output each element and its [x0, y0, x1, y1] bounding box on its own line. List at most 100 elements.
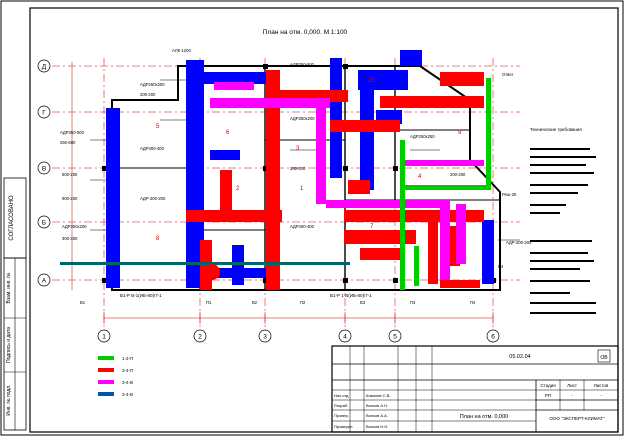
svg-text:Д: Д [42, 64, 47, 71]
name-4: Волков Н.Н. [366, 424, 388, 429]
duct-tag: АДР350-500 [290, 62, 315, 67]
axis-marker-row-g: Г [37, 105, 51, 119]
company-name: ООО "ЭКСПЕРТ-КЛИМАТ" [549, 416, 605, 421]
fresh-air-ducts [400, 78, 491, 290]
duct-tag: Реш-25 [502, 192, 517, 197]
stage-mark: ОВ [600, 355, 608, 361]
duct-tag: АДР250x250 [140, 82, 165, 87]
duct-tag: 200-200 [450, 172, 466, 177]
svg-text:3-4-П: 3-4-П [122, 368, 133, 373]
name-1: Ковалев С.В. [366, 393, 390, 398]
duct-tag: 250-600 [60, 140, 76, 145]
duct-tag: АЛК-1200 [172, 48, 191, 53]
axis-marker-row-v: В [37, 161, 51, 175]
axis-marker-col-6: 6 [486, 329, 500, 343]
svg-text:6: 6 [491, 334, 495, 341]
svg-text:В: В [42, 166, 46, 173]
svg-text:3-4-В: 3-4-В [122, 380, 133, 385]
sheet-name: План на отм. 0,000 [460, 414, 508, 420]
approval-stamp-text: СОГЛАСОВАНО [9, 195, 15, 241]
duct-tag: АДР350-500 [60, 130, 85, 135]
svg-text:1: 1 [102, 334, 106, 341]
legend: 1-2-П 3-4-П 3-4-В 3-4-В [98, 356, 133, 397]
duct-tag: В4 [498, 264, 504, 269]
role-2: Разраб. [334, 403, 348, 408]
svg-text:1-2-П: 1-2-П [122, 356, 133, 361]
room-number: 2 [236, 186, 240, 192]
drawing-code: 05.02.04 [509, 354, 530, 360]
duct-tag: П3 [410, 300, 416, 305]
axis-marker-col-1: 1 [97, 329, 111, 343]
axis-marker-col-5: 5 [388, 329, 402, 343]
duct-tag: АДР250x250 [410, 134, 435, 139]
duct-tag: 900-200 [62, 196, 78, 201]
section-label-right: В1-Р 1-В(ИБ-80)/7-1 [330, 293, 372, 298]
heating-pipe [60, 262, 350, 280]
side-stamp-1: Взам. инв. № [6, 273, 12, 304]
room-number: 7 [370, 224, 374, 230]
axis-marker-col-3: 3 [258, 329, 272, 343]
svg-text:Б: Б [42, 220, 46, 227]
title-block-text: 05.02.04 ОВ План на отм. 0,000 Стадия Ли… [334, 354, 609, 429]
dimension-lines [71, 62, 494, 324]
duct-tag: АДР400-400 [290, 224, 315, 229]
row-axis-markers: Д Г В Б А [37, 59, 51, 287]
duct-tag: Ответ [502, 72, 514, 77]
column-axis-markers: 1 2 3 4 5 6 [97, 329, 500, 343]
room-number: 5 [156, 124, 160, 130]
duct-tag: В1 [80, 300, 86, 305]
axis-marker-row-b: Б [37, 215, 51, 229]
duct-tag: АДР350x200 [62, 224, 87, 229]
exhaust-ducts [106, 50, 494, 288]
stage-value: РП [545, 393, 551, 398]
legend-item-3: 3-4-В [98, 380, 133, 385]
duct-tag: АДР400-400 [140, 146, 165, 151]
sheets-header: Листов [594, 383, 609, 388]
side-stamp-3: Инв. № подл. [6, 384, 12, 415]
sheet-value: - [571, 393, 573, 398]
section-label-left: В1-Р В-1(ИБ-80)/7-1 [120, 293, 162, 298]
room-number: 3 [296, 146, 300, 152]
inner-frame [29, 7, 619, 433]
legend-item-4: 3-4-В [98, 392, 133, 397]
duct-tag: В3 [360, 300, 366, 305]
axis-marker-row-d: Д [37, 59, 51, 73]
room-number: 4 [418, 174, 422, 180]
axis-marker-col-4: 4 [338, 329, 352, 343]
duct-tag: В2 [252, 300, 258, 305]
role-4: Проверил [334, 424, 353, 429]
left-stamp: СОГЛАСОВАНО Взам. инв. № Подпись и дата … [3, 177, 27, 431]
duct-tags: АДР350-500 250-600 500-200 900-200 АДР35… [60, 48, 532, 305]
role-1: Нач.отд. [334, 393, 350, 398]
room-number: 21 [368, 78, 375, 84]
technical-notes: Технические требования [530, 127, 596, 314]
recirculation-ducts [210, 82, 484, 280]
leader-lines [90, 79, 520, 241]
svg-text:2: 2 [198, 334, 202, 341]
plan-title: План на отм. 0,000. М 1:100 [263, 29, 348, 36]
axis-marker-row-a: А [37, 273, 51, 287]
side-stamp-2: Подпись и дата [6, 327, 12, 363]
duct-tag: АДР-200-200 [506, 240, 532, 245]
room-number: 6 [226, 130, 230, 136]
legend-item-1: 1-2-П [98, 356, 133, 361]
svg-text:5: 5 [393, 334, 397, 341]
duct-tag: П4 [470, 300, 476, 305]
duct-tag: 500-200 [62, 172, 78, 177]
duct-tag: 200-200 [140, 92, 156, 97]
role-3: Провер. [334, 413, 349, 418]
name-2: Волков А.Н. [366, 403, 388, 408]
sheet-header: Лист [567, 383, 577, 388]
legend-item-2: 3-4-П [98, 368, 133, 373]
room-numbers: 21 5 6 9 3 2 1 4 7 8 [156, 78, 462, 242]
sheets-value: - [600, 393, 602, 398]
room-number: 9 [458, 130, 462, 136]
duct-tag: П2 [300, 300, 306, 305]
stage-header: Стадия [540, 383, 556, 388]
svg-text:А: А [42, 278, 47, 285]
name-3: Волков А.А. [366, 413, 388, 418]
duct-tag: 300-300 [62, 236, 78, 241]
